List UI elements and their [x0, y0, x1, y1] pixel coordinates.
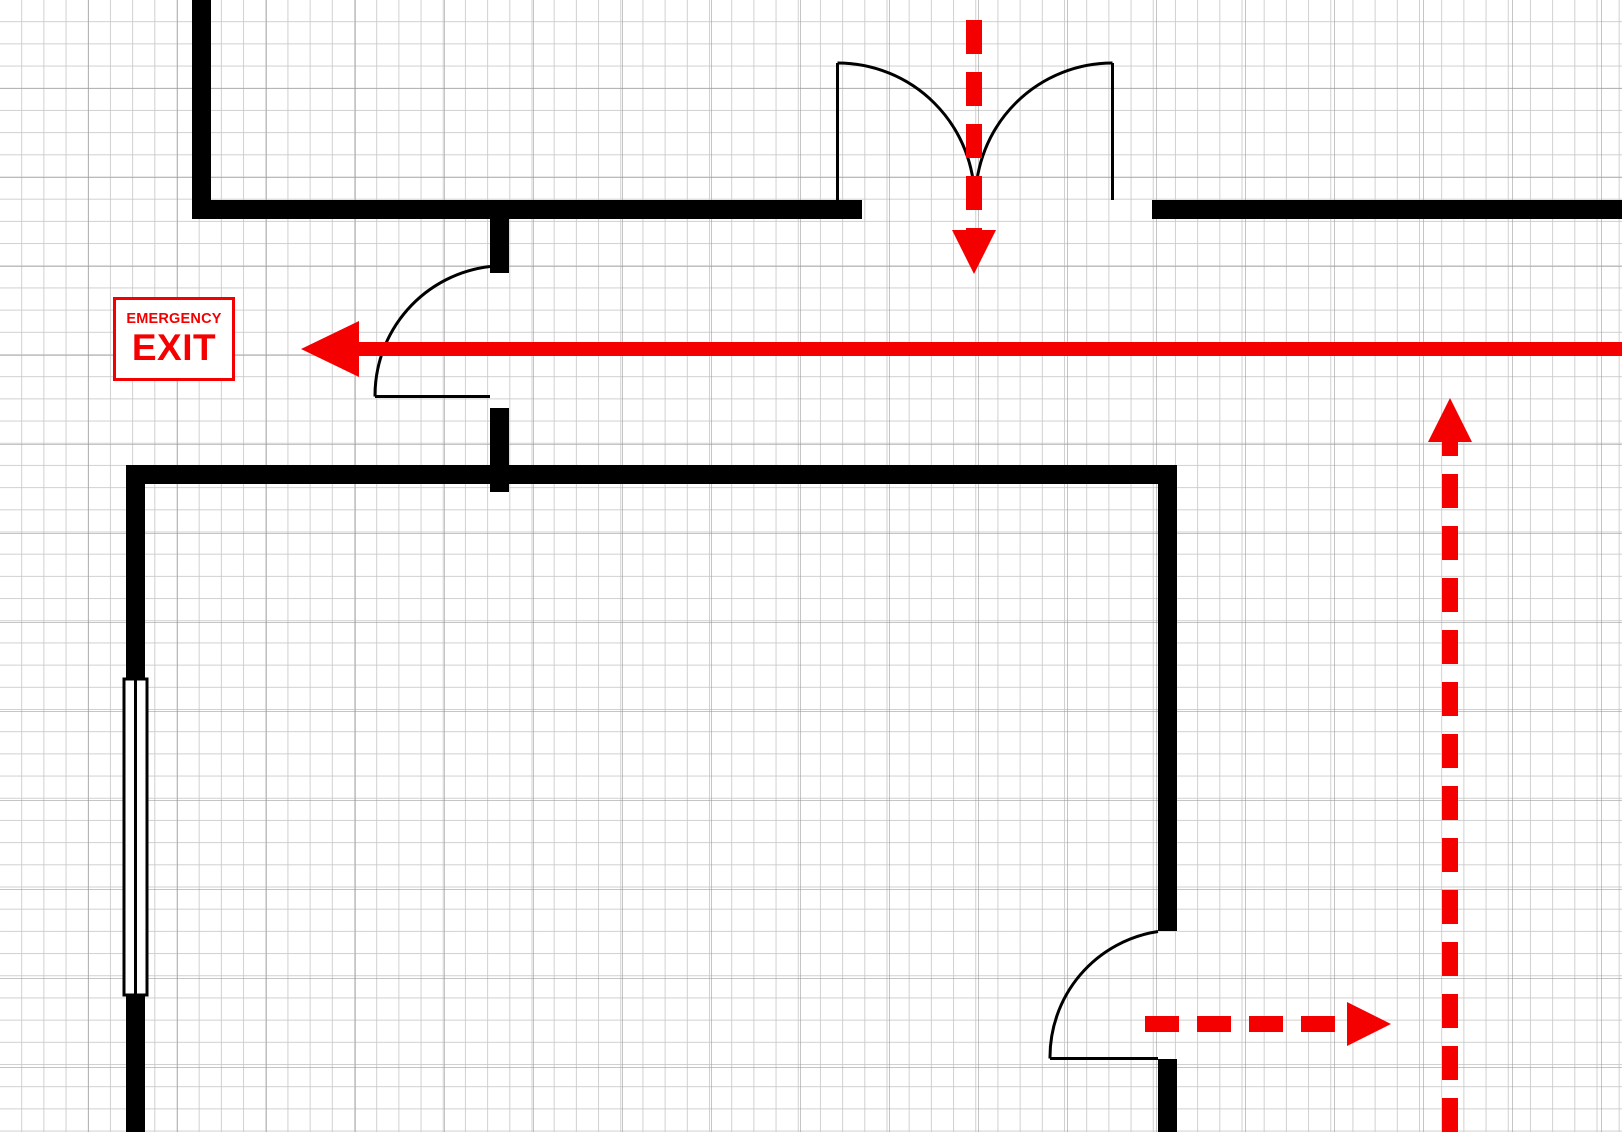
wall-upper-left-vertical	[192, 0, 211, 219]
escape-route-main-exit-arrow	[301, 321, 1622, 377]
wall-upper-horizontal-left	[192, 200, 862, 219]
door-swing-arc-left	[837, 61, 976, 201]
door-double-top	[836, 61, 1114, 201]
escape-route-main-arrowhead	[301, 321, 359, 377]
wall-room-left-upper	[126, 465, 145, 679]
wall-room-right-upper	[1158, 465, 1177, 931]
escape-route-double-door-arrowhead	[952, 230, 996, 274]
emergency-exit-sign-line2: EXIT	[131, 327, 217, 369]
escape-route-double-door-arrow	[952, 20, 996, 274]
escape-route-right-vertical-arrow	[1428, 398, 1472, 1132]
emergency-exit-sign: EMERGENCY EXIT	[113, 297, 235, 381]
walls-group	[126, 0, 1622, 1132]
door-corridor-left	[373, 265, 491, 398]
door-room-bottom-right	[1048, 930, 1159, 1060]
door-swing-arc-right	[974, 61, 1113, 201]
escape-route-room-exit-arrow	[1145, 1002, 1391, 1046]
escape-route-main-shaft	[352, 342, 1622, 356]
wall-room-left-lower	[126, 995, 145, 1132]
wall-upper-horizontal-right	[1152, 200, 1622, 219]
escape-route-right-vertical-arrowhead	[1428, 398, 1472, 442]
emergency-exit-sign-line1: EMERGENCY	[126, 310, 222, 327]
wall-room-right-lower	[1158, 1059, 1177, 1132]
door-swing-arc	[373, 265, 491, 397]
wall-corridor-vertical-top	[490, 200, 509, 273]
wall-room-top	[126, 465, 1177, 484]
escape-route-room-exit-arrowhead	[1347, 1002, 1391, 1046]
window-left-wall	[122, 677, 149, 997]
door-swing-arc	[1048, 930, 1159, 1059]
